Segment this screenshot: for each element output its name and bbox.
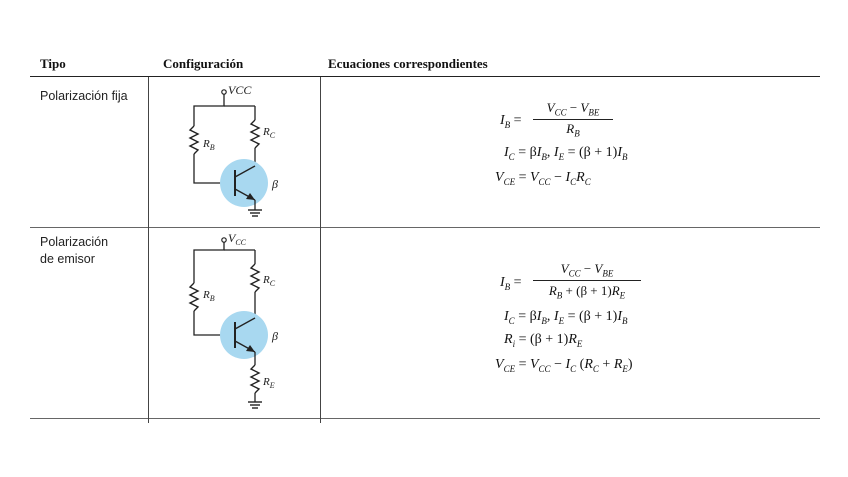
transistor-body-2 — [220, 311, 268, 359]
eq-ib-fixed: IB = — [500, 113, 522, 130]
svg-text:β: β — [271, 329, 278, 343]
eq-ib-fixed-num: VCC − VBE — [546, 100, 600, 118]
rb-label: RB — [202, 138, 215, 152]
row-divider — [30, 227, 820, 228]
eq-ib-emitter-den: RB + (β + 1)RE — [548, 283, 626, 301]
tipo-line: de emisor — [40, 252, 95, 266]
transistor-body — [220, 159, 268, 207]
svg-text:VCC: VCC — [228, 231, 247, 247]
eq-ib-emitter-num: VCC − VBE — [560, 261, 614, 279]
header-configuracion: Configuración — [163, 56, 244, 71]
eq-ib-fixed-den: RB — [566, 121, 580, 139]
tipo-fixed-bias: Polarización fija — [40, 88, 128, 105]
eq-ic-emitter: IC = βIB, IE = (β + 1)IB — [504, 309, 628, 326]
tipo-line: Polarización — [40, 235, 109, 249]
rc-resistor-2 — [249, 263, 261, 293]
header-tipo: Tipo — [40, 56, 66, 71]
eq-ic-fixed: IC = βIB, IE = (β + 1)IB — [504, 145, 628, 162]
supply-terminal-2 — [221, 237, 227, 243]
re-resistor — [249, 364, 261, 394]
rc-label: RC — [262, 126, 276, 140]
header-ecuaciones: Ecuaciones correspondientes — [328, 56, 488, 71]
column-divider-1 — [148, 77, 149, 423]
supply-terminal — [221, 89, 227, 95]
re-label: RE — [262, 376, 275, 390]
rb-resistor — [188, 125, 200, 155]
bottom-rule — [30, 418, 820, 419]
eq-ri-emitter: Ri = (β + 1)RE — [504, 332, 583, 349]
column-divider-2 — [320, 77, 321, 423]
supply-label: VCC — [228, 83, 252, 97]
beta-label: β — [271, 177, 278, 191]
eq-vce-fixed: VCE = VCC − ICRC — [495, 170, 591, 187]
rc-resistor — [249, 119, 261, 149]
tipo-emitter-bias: Polarización de emisor — [40, 234, 108, 268]
header-rule — [30, 76, 820, 77]
eq-vce-emitter: VCE = VCC − IC (RC + RE) — [495, 357, 633, 374]
eq-ib-emitter: IB = — [500, 275, 522, 292]
svg-text:RB: RB — [202, 289, 215, 303]
rb-resistor-2 — [188, 282, 200, 312]
svg-text:RC: RC — [262, 274, 276, 288]
top-wire — [193, 94, 225, 126]
tipo-line: Polarización fija — [40, 89, 128, 103]
